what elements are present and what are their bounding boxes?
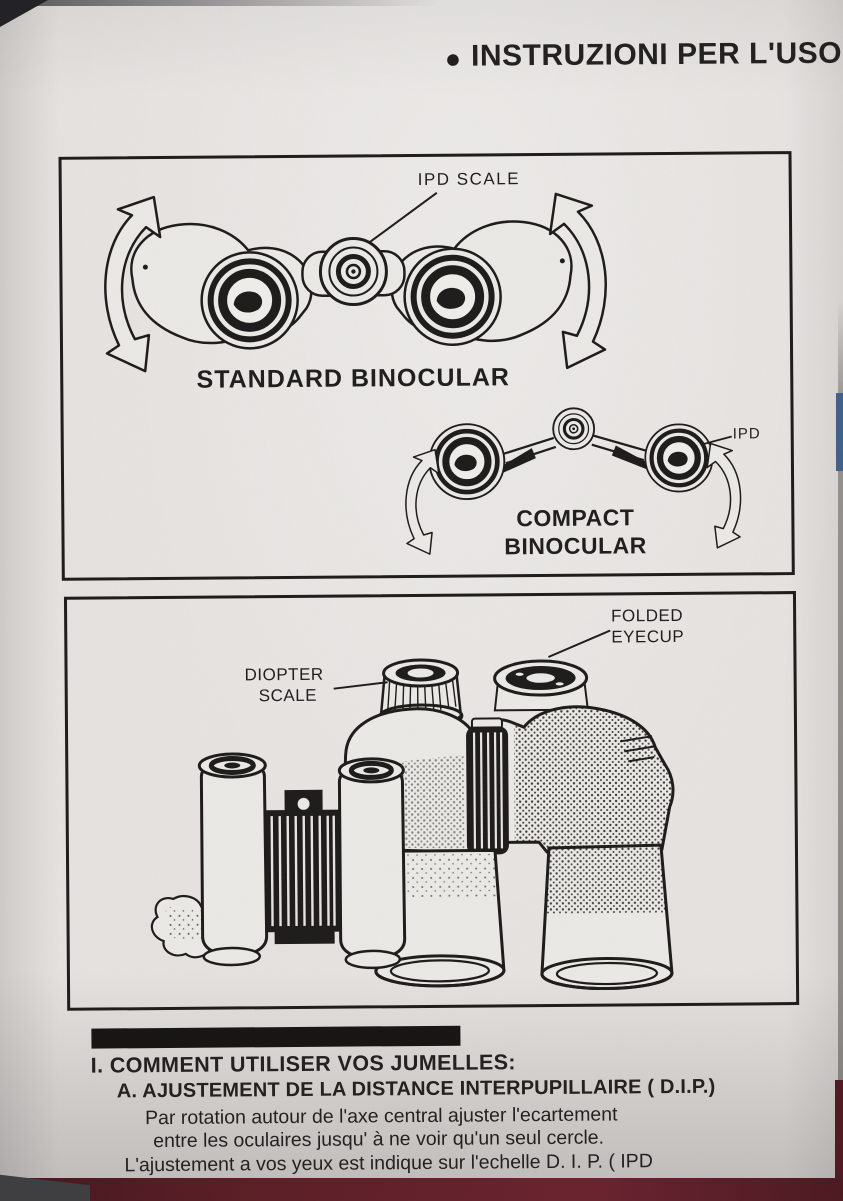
- compact-binocular-front-illustration: [197, 752, 407, 970]
- compact-binocular-label: COMPACT BINOCULAR: [504, 504, 647, 560]
- figure-diopter-eyecup: FOLDED EYECUP DIOPTER SCALE: [63, 591, 800, 1011]
- paragraph-line: entre les oculaires jusqu' à ne voir qu'…: [153, 1126, 605, 1153]
- section-divider-bar: [91, 1025, 461, 1049]
- bullet-icon: ●: [444, 43, 462, 74]
- subsection-heading: A. AJUSTEMENT DE LA DISTANCE INTERPUPILL…: [116, 1075, 716, 1103]
- top-edge-shadow: [0, 0, 440, 6]
- diopter-scale-leader-line: [333, 681, 388, 690]
- page-header: ● INSTRUZIONI PER L'USO: [445, 37, 843, 74]
- diopter-scale-label-line2: SCALE: [258, 685, 318, 706]
- paragraph-line: L'ajustement a vos yeux est indique sur …: [124, 1150, 653, 1177]
- folded-eyecup-leader-line: [548, 629, 611, 658]
- standard-binocular-illustration: [129, 192, 574, 349]
- background-blue-object: [836, 393, 843, 471]
- standard-binocular-label: STANDARD BINOCULAR: [196, 363, 511, 394]
- folded-eyecup-label-line2: EYECUP: [611, 626, 685, 647]
- ipd-label: IPD: [732, 425, 761, 443]
- compact-rotation-arrow-left-icon: [404, 448, 441, 556]
- folded-eyecup-label: FOLDED: [611, 605, 684, 626]
- table-surface: [0, 1178, 843, 1201]
- compact-rotation-arrow-right-icon: [706, 442, 742, 549]
- binocular-parts-illustration: [150, 629, 675, 991]
- figure-ipd-adjustment: IPD SCALE STANDARD BINOCULAR COMPACT BIN…: [58, 151, 795, 581]
- page-title: INSTRUZIONI PER L'USO: [470, 36, 843, 73]
- section-heading: I. COMMENT UTILISER VOS JUMELLES:: [90, 1050, 517, 1078]
- ipd-scale-label: IPD SCALE: [417, 169, 521, 190]
- diopter-scale-label: DIOPTER: [244, 664, 324, 685]
- compact-binocular-illustration: [429, 406, 732, 499]
